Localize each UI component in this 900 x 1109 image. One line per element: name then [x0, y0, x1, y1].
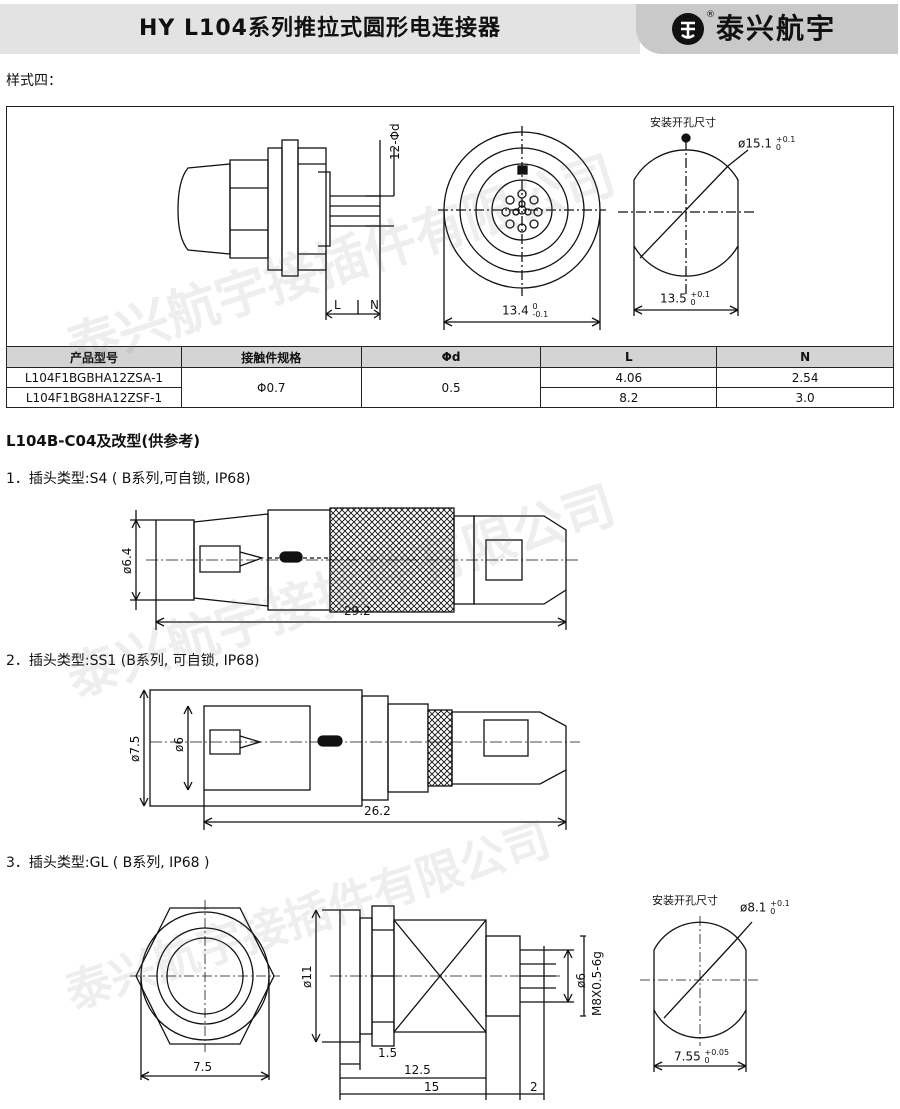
cell-N: 3.0	[716, 387, 894, 408]
style4-mount-hole-label: 安装开孔尺寸	[650, 116, 716, 129]
plug1-length: 29.2	[344, 604, 371, 618]
plug2-label: 2．插头类型:SS1 (B系列, 可自锁, IP68)	[6, 653, 260, 669]
cell-contact-spec: Φ0.7	[180, 367, 362, 408]
style4-hole-dia: ø15.1 +0.1 0	[738, 135, 796, 152]
style4-mount-hole	[618, 133, 754, 316]
style4-label: 样式四：	[6, 73, 62, 89]
style4-side-view	[177, 139, 395, 320]
plug2-dia-inner: ø6	[172, 737, 186, 752]
plug2-dia-outer: ø7.5	[128, 735, 142, 762]
spec-table: 产品型号 接触件规格 Φd L N L104F1BGBHA12ZSA-1 Φ0.…	[6, 346, 894, 408]
col-L: L	[540, 346, 718, 368]
plug3-len-1-5: 1.5	[378, 1046, 398, 1060]
cell-model: L104F1BGBHA12ZSA-1	[6, 367, 182, 388]
brand-logo: ® 泰兴航宇	[636, 4, 898, 54]
plug3-dia-flange: ø11	[300, 965, 314, 988]
plug3-len-12-5: 12.5	[404, 1063, 431, 1077]
plug1-label: 1．插头类型:S4 ( B系列,可自锁, IP68)	[6, 471, 251, 487]
cell-phi-d: 0.5	[360, 367, 542, 408]
table-row: L104F1BGBHA12ZSA-1 Φ0.7 0.5 4.06 2.54	[6, 367, 894, 408]
cell-model: L104F1BG8HA12ZSF-1	[6, 387, 182, 408]
plug3-mount-hole-label: 安装开孔尺寸	[652, 894, 718, 907]
section2-title: L104B-C04及改型(供参考)	[6, 432, 201, 450]
style4-phi-d-label: 12-Φd	[388, 123, 402, 160]
col-model: 产品型号	[6, 346, 182, 368]
style4-L-label: L	[334, 298, 341, 312]
style4-body-dia: 13.4 0 -0.1	[502, 302, 549, 319]
header-band	[0, 4, 640, 54]
col-contact-spec: 接触件规格	[180, 346, 362, 368]
plug3-hole-dia: ø8.1 +0.1 0	[740, 899, 790, 916]
plug1-drawing	[130, 507, 580, 630]
style4-hole-flat: 13.5 +0.1 0	[660, 290, 710, 307]
style4-front-view	[438, 126, 606, 330]
plug3-thread: M8X0.5-6g	[590, 951, 604, 1016]
table-row: L104F1BG8HA12ZSF-1 8.2 3.0	[6, 387, 894, 408]
plug3-len-2: 2	[530, 1080, 538, 1094]
plug3-label: 3．插头类型:GL ( B系列, IP68 )	[6, 855, 210, 871]
registered-mark: ®	[706, 10, 715, 20]
plug3-front-view	[130, 900, 280, 1081]
plug2-drawing	[139, 689, 580, 830]
col-N: N	[716, 346, 894, 368]
cell-N: 2.54	[716, 367, 894, 388]
style4-drawing-frame	[6, 106, 894, 408]
plug2-length: 26.2	[364, 804, 391, 818]
page-title: HY L104系列推拉式圆形电连接器	[139, 16, 501, 41]
plug3-hex: 7.5	[193, 1060, 213, 1074]
plug3-hole-flat: 7.55 +0.05 0	[674, 1048, 730, 1065]
page-header: HY L104系列推拉式圆形电连接器 ® 泰兴航宇	[0, 0, 900, 58]
col-phi-d: Φd	[360, 346, 542, 368]
plug3-side-view	[311, 905, 586, 1100]
cell-L: 4.06	[540, 367, 718, 388]
logo-text: 泰兴航宇	[716, 12, 837, 45]
style4-N-label: N	[370, 298, 379, 312]
logo-emblem-icon	[672, 13, 704, 45]
plug3-mount-hole	[640, 916, 760, 1072]
plug3-len-15: 15	[424, 1080, 440, 1094]
spec-table-header: 产品型号 接触件规格 Φd L N	[6, 346, 894, 368]
cell-L: 8.2	[540, 387, 718, 408]
plug1-dia: ø6.4	[120, 547, 134, 574]
plug3-dia-body: ø6	[574, 973, 588, 988]
